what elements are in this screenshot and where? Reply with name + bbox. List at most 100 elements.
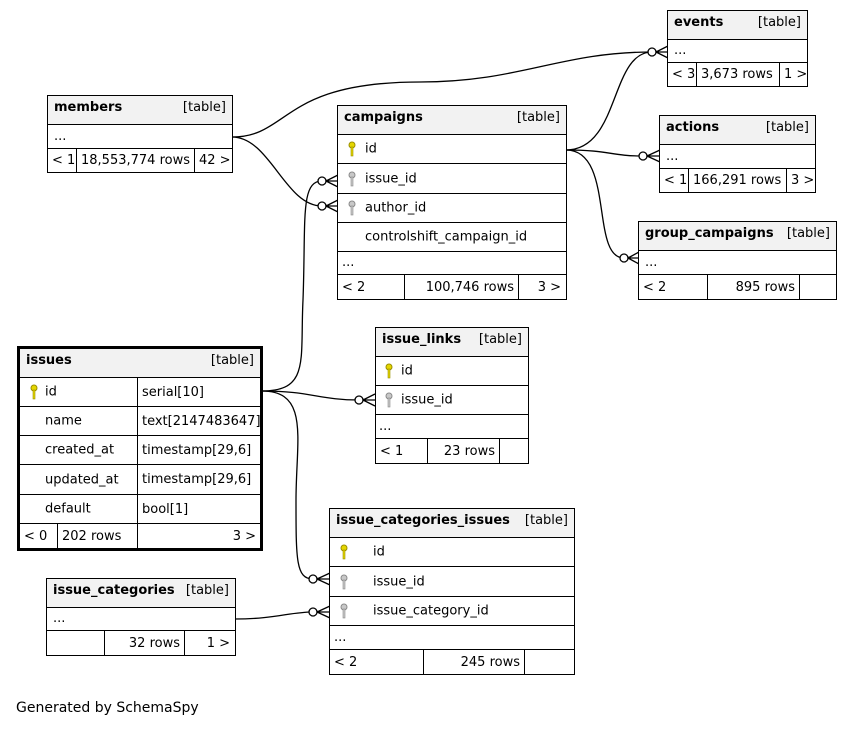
foreign-key-icon [340, 574, 348, 589]
table-type-label: [table] [765, 120, 809, 135]
parents-count: < 1 [380, 443, 404, 459]
optional-marker [647, 47, 657, 57]
column-type: text[2147483647] [137, 407, 261, 435]
column-row: name text[2147483647] [20, 407, 261, 436]
optional-marker [317, 176, 327, 186]
row-count: 32 rows [104, 631, 184, 655]
column-name: author_id [365, 200, 427, 216]
crowfoot-marker [316, 605, 331, 619]
column-type: timestamp[29,6] [137, 465, 251, 494]
parents-count [47, 631, 104, 655]
table-name: campaigns [344, 110, 423, 125]
table-type-label: [table] [524, 513, 568, 528]
table-footer: < 2 245 rows [330, 650, 574, 674]
crowfoot-marker [646, 149, 661, 163]
table-group-campaigns[interactable]: group_campaigns [table] ... < 2 895 rows [638, 221, 837, 300]
edge-members-campaigns [231, 136, 323, 207]
ellipsis: ... [645, 254, 658, 270]
children-count [524, 650, 573, 674]
table-header: campaigns [table] [338, 106, 566, 135]
column-row: id [330, 538, 574, 567]
row-count: 202 rows [57, 524, 137, 548]
ellipsis-row: ... [639, 251, 836, 275]
ellipsis: ... [674, 42, 687, 58]
edge-issues-issue-links [261, 390, 360, 401]
table-footer: < 0 202 rows 3 > [20, 524, 260, 548]
table-issues[interactable]: issues [table] id serial[10] name text[2… [17, 346, 263, 551]
table-header: issue_categories [table] [47, 579, 235, 608]
optional-marker [308, 574, 318, 584]
edge-issues-campaigns [261, 180, 323, 392]
table-issue-categories-issues[interactable]: issue_categories_issues [table] id issue… [329, 508, 575, 675]
column-type: bool[1] [137, 495, 188, 523]
crowfoot-marker [362, 393, 376, 407]
column-name: updated_at [45, 472, 119, 487]
column-name: issue_id [365, 171, 417, 186]
parents-count: < 1 [664, 173, 688, 188]
row-count: 245 rows [423, 650, 524, 674]
column-name: id [45, 384, 57, 400]
primary-key-icon [348, 141, 356, 157]
column-name: id [401, 363, 413, 379]
children-count [799, 275, 835, 299]
column-row: author_id [338, 194, 566, 223]
column-row: updated_at timestamp[29,6] [20, 465, 260, 495]
children-count: 42 > [194, 149, 231, 172]
table-campaigns[interactable]: campaigns [table] id issue_id author_id … [337, 105, 567, 300]
table-type-label: [table] [516, 110, 560, 125]
table-issue-categories[interactable]: issue_categories [table] ... 32 rows 1 > [46, 578, 236, 656]
table-footer: < 1 23 rows [376, 439, 528, 463]
column-row: id serial[10] [20, 378, 260, 407]
row-count: 166,291 rows [688, 169, 786, 192]
table-type-label: [table] [185, 583, 229, 598]
crowfoot-marker [627, 251, 640, 265]
column-row: id [338, 135, 566, 164]
ellipsis-row: ... [376, 415, 528, 439]
children-count: 1 > [779, 63, 807, 86]
column-name: issue_id [401, 392, 453, 408]
children-count: 3 > [786, 169, 814, 192]
column-name: issue_category_id [373, 603, 489, 619]
table-header: group_campaigns [table] [639, 222, 836, 251]
column-row: issue_id [376, 386, 528, 415]
table-name: actions [666, 120, 720, 135]
ellipsis: ... [334, 629, 347, 645]
table-issue-links[interactable]: issue_links [table] id issue_id ... < 1 … [375, 327, 529, 464]
column-name: name [45, 413, 82, 429]
crowfoot-marker [316, 572, 331, 586]
table-name: issue_links [382, 332, 462, 347]
ellipsis-row: ... [660, 145, 815, 169]
table-type-label: [table] [478, 332, 522, 347]
column-row: id [376, 357, 528, 386]
foreign-key-icon [348, 171, 356, 186]
parents-count: < 0 [24, 528, 48, 544]
ellipsis-row: ... [48, 125, 232, 149]
ellipsis-row: ... [47, 608, 235, 631]
parents-count: < 1 [52, 153, 76, 168]
table-name: issues [26, 353, 72, 368]
table-footer: < 1 166,291 rows 3 > [660, 169, 815, 192]
table-footer: < 2 895 rows [639, 275, 836, 299]
row-count: 23 rows [427, 439, 499, 463]
children-count: 1 > [184, 631, 234, 655]
children-count: 3 > [518, 275, 565, 299]
table-events[interactable]: events [table] ... < 3 3,673 rows 1 > [667, 10, 808, 87]
table-type-label: [table] [757, 15, 801, 30]
optional-marker [619, 253, 629, 263]
edge-campaigns-events [565, 51, 653, 151]
ellipsis: ... [54, 128, 67, 144]
row-count: 100,746 rows [404, 275, 518, 299]
foreign-key-icon [385, 392, 393, 408]
foreign-key-icon [348, 200, 356, 216]
optional-marker [308, 607, 318, 617]
column-name: created_at [45, 442, 115, 458]
table-members[interactable]: members [table] ... < 1 18,553,774 rows … [47, 95, 233, 173]
table-actions[interactable]: actions [table] ... < 1 166,291 rows 3 > [659, 115, 816, 193]
generator-credit: Generated by SchemaSpy [16, 700, 199, 716]
row-count: 895 rows [707, 275, 799, 299]
table-name: members [54, 100, 123, 115]
ellipsis-row: ... [330, 626, 574, 650]
primary-key-icon [30, 384, 38, 400]
ellipsis-row: ... [338, 252, 566, 275]
